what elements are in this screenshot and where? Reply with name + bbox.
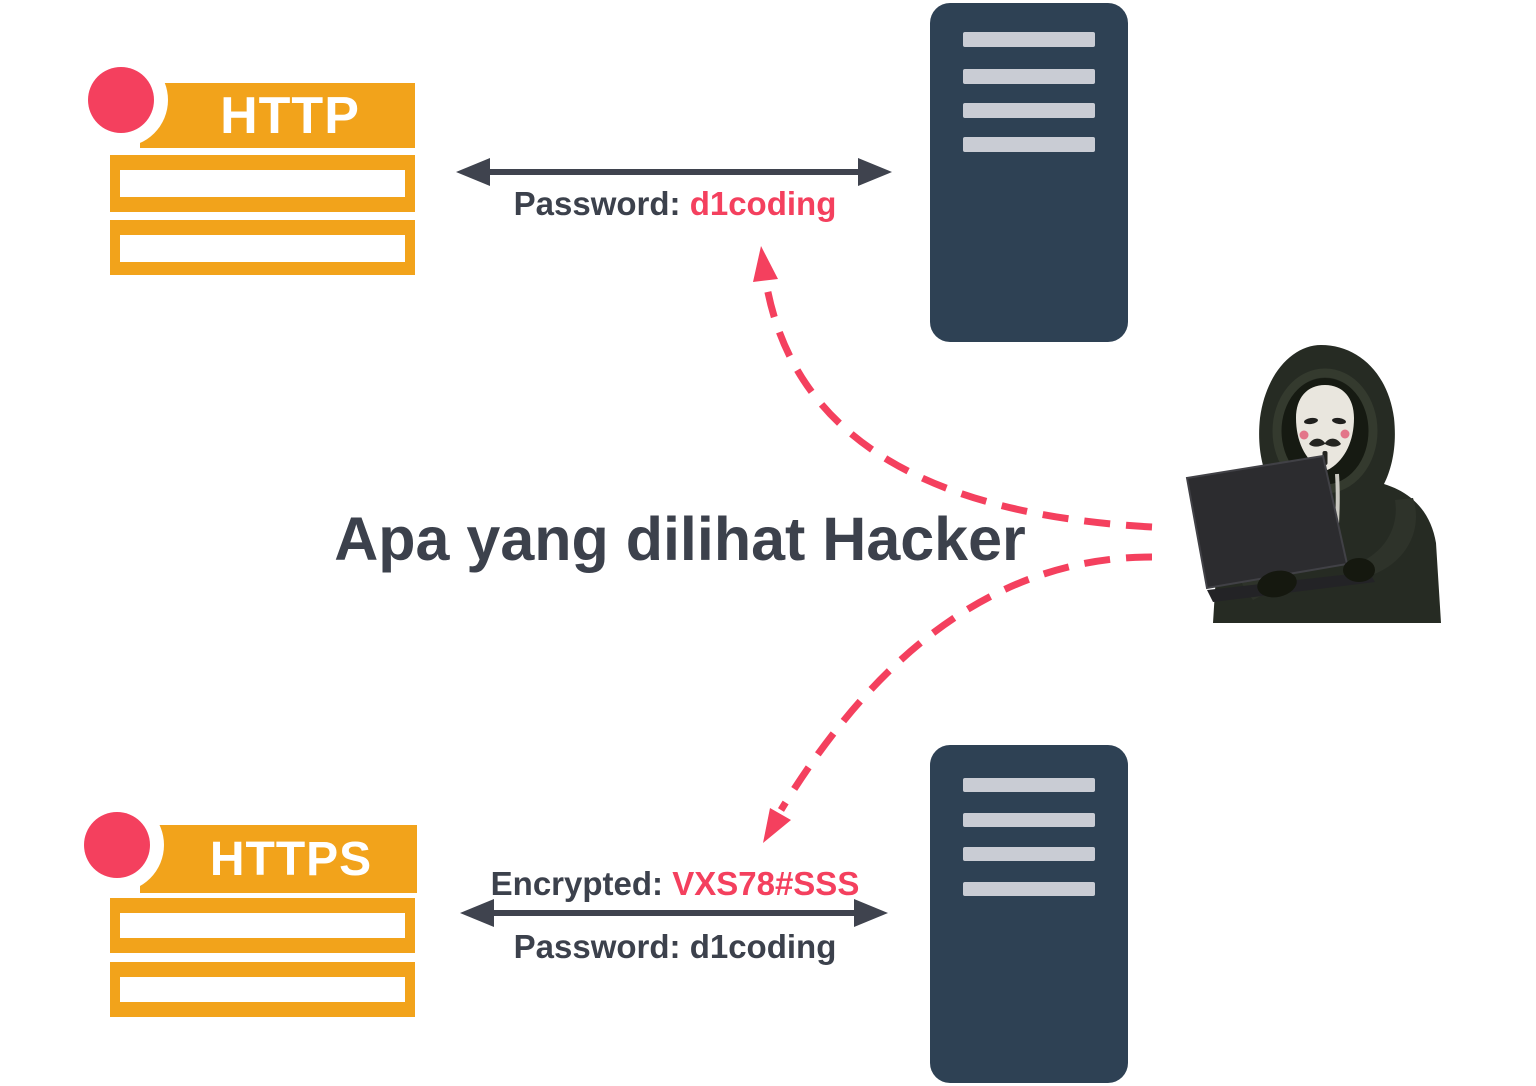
- http-content-bar: [110, 220, 415, 275]
- sniff-arrow-to-http-head: [753, 246, 778, 282]
- https-content-field: [120, 913, 405, 938]
- http-password-value: d1coding: [689, 185, 837, 222]
- mask-cheek-right: [1340, 429, 1350, 439]
- arrow-right-head: [858, 158, 892, 186]
- server-slot: [963, 813, 1095, 827]
- https-exchange-arrow-icon: [460, 899, 888, 927]
- guy-fawkes-mask-icon: [1296, 385, 1354, 471]
- https-encrypted-value: VXS78#SSS: [672, 865, 860, 902]
- arrow-right-head: [854, 899, 888, 927]
- laptop-icon: [1185, 454, 1349, 590]
- server-slot: [963, 882, 1095, 896]
- http-content-bar: [110, 155, 415, 212]
- https-label: HTTPS: [209, 832, 373, 886]
- http-browser-titlebar: [140, 83, 415, 148]
- https-password-label: Password: d1coding: [513, 928, 837, 965]
- http-record-dot-icon: [88, 67, 154, 133]
- server-slot: [963, 32, 1095, 47]
- http-server-icon: [930, 3, 1128, 342]
- server-slot: [963, 69, 1095, 84]
- server-slot: [963, 103, 1095, 118]
- mask-cheek-left: [1299, 430, 1309, 440]
- mask-eye-right: [1332, 417, 1346, 425]
- hacker-figure-icon: [1185, 345, 1441, 623]
- http-password-label: Password: d1coding: [440, 185, 910, 222]
- http-content-field: [120, 170, 405, 197]
- page-title: Apa yang dilihat Hacker: [334, 505, 1026, 573]
- mask-mustache: [1309, 438, 1341, 447]
- https-content-field: [120, 977, 405, 1002]
- server-slot: [963, 137, 1095, 152]
- glove-right: [1343, 558, 1375, 582]
- https-browser-titlebar: [140, 825, 417, 893]
- https-encrypted-prefix: Encrypted:: [490, 865, 673, 902]
- https-encrypted-label: Encrypted: VXS78#SSS: [440, 865, 910, 902]
- http-label: HTTP: [220, 86, 360, 145]
- arrow-shaft: [482, 169, 866, 175]
- server-slot: [963, 778, 1095, 792]
- arrow-shaft: [486, 910, 862, 916]
- mask-eye-left: [1304, 417, 1318, 425]
- server-slot: [963, 847, 1095, 861]
- hacker-sleeve-right: [1359, 498, 1417, 576]
- http-content-field: [120, 235, 405, 262]
- https-server-icon: [930, 745, 1128, 1083]
- http-exchange-arrow-icon: [456, 158, 892, 186]
- glove-left: [1257, 570, 1297, 598]
- https-content-bar: [110, 898, 415, 953]
- http-password-prefix: Password:: [513, 185, 690, 222]
- sniff-arrow-to-https-head: [763, 808, 791, 843]
- https-content-bar: [110, 962, 415, 1017]
- https-record-dot-icon: [84, 812, 150, 878]
